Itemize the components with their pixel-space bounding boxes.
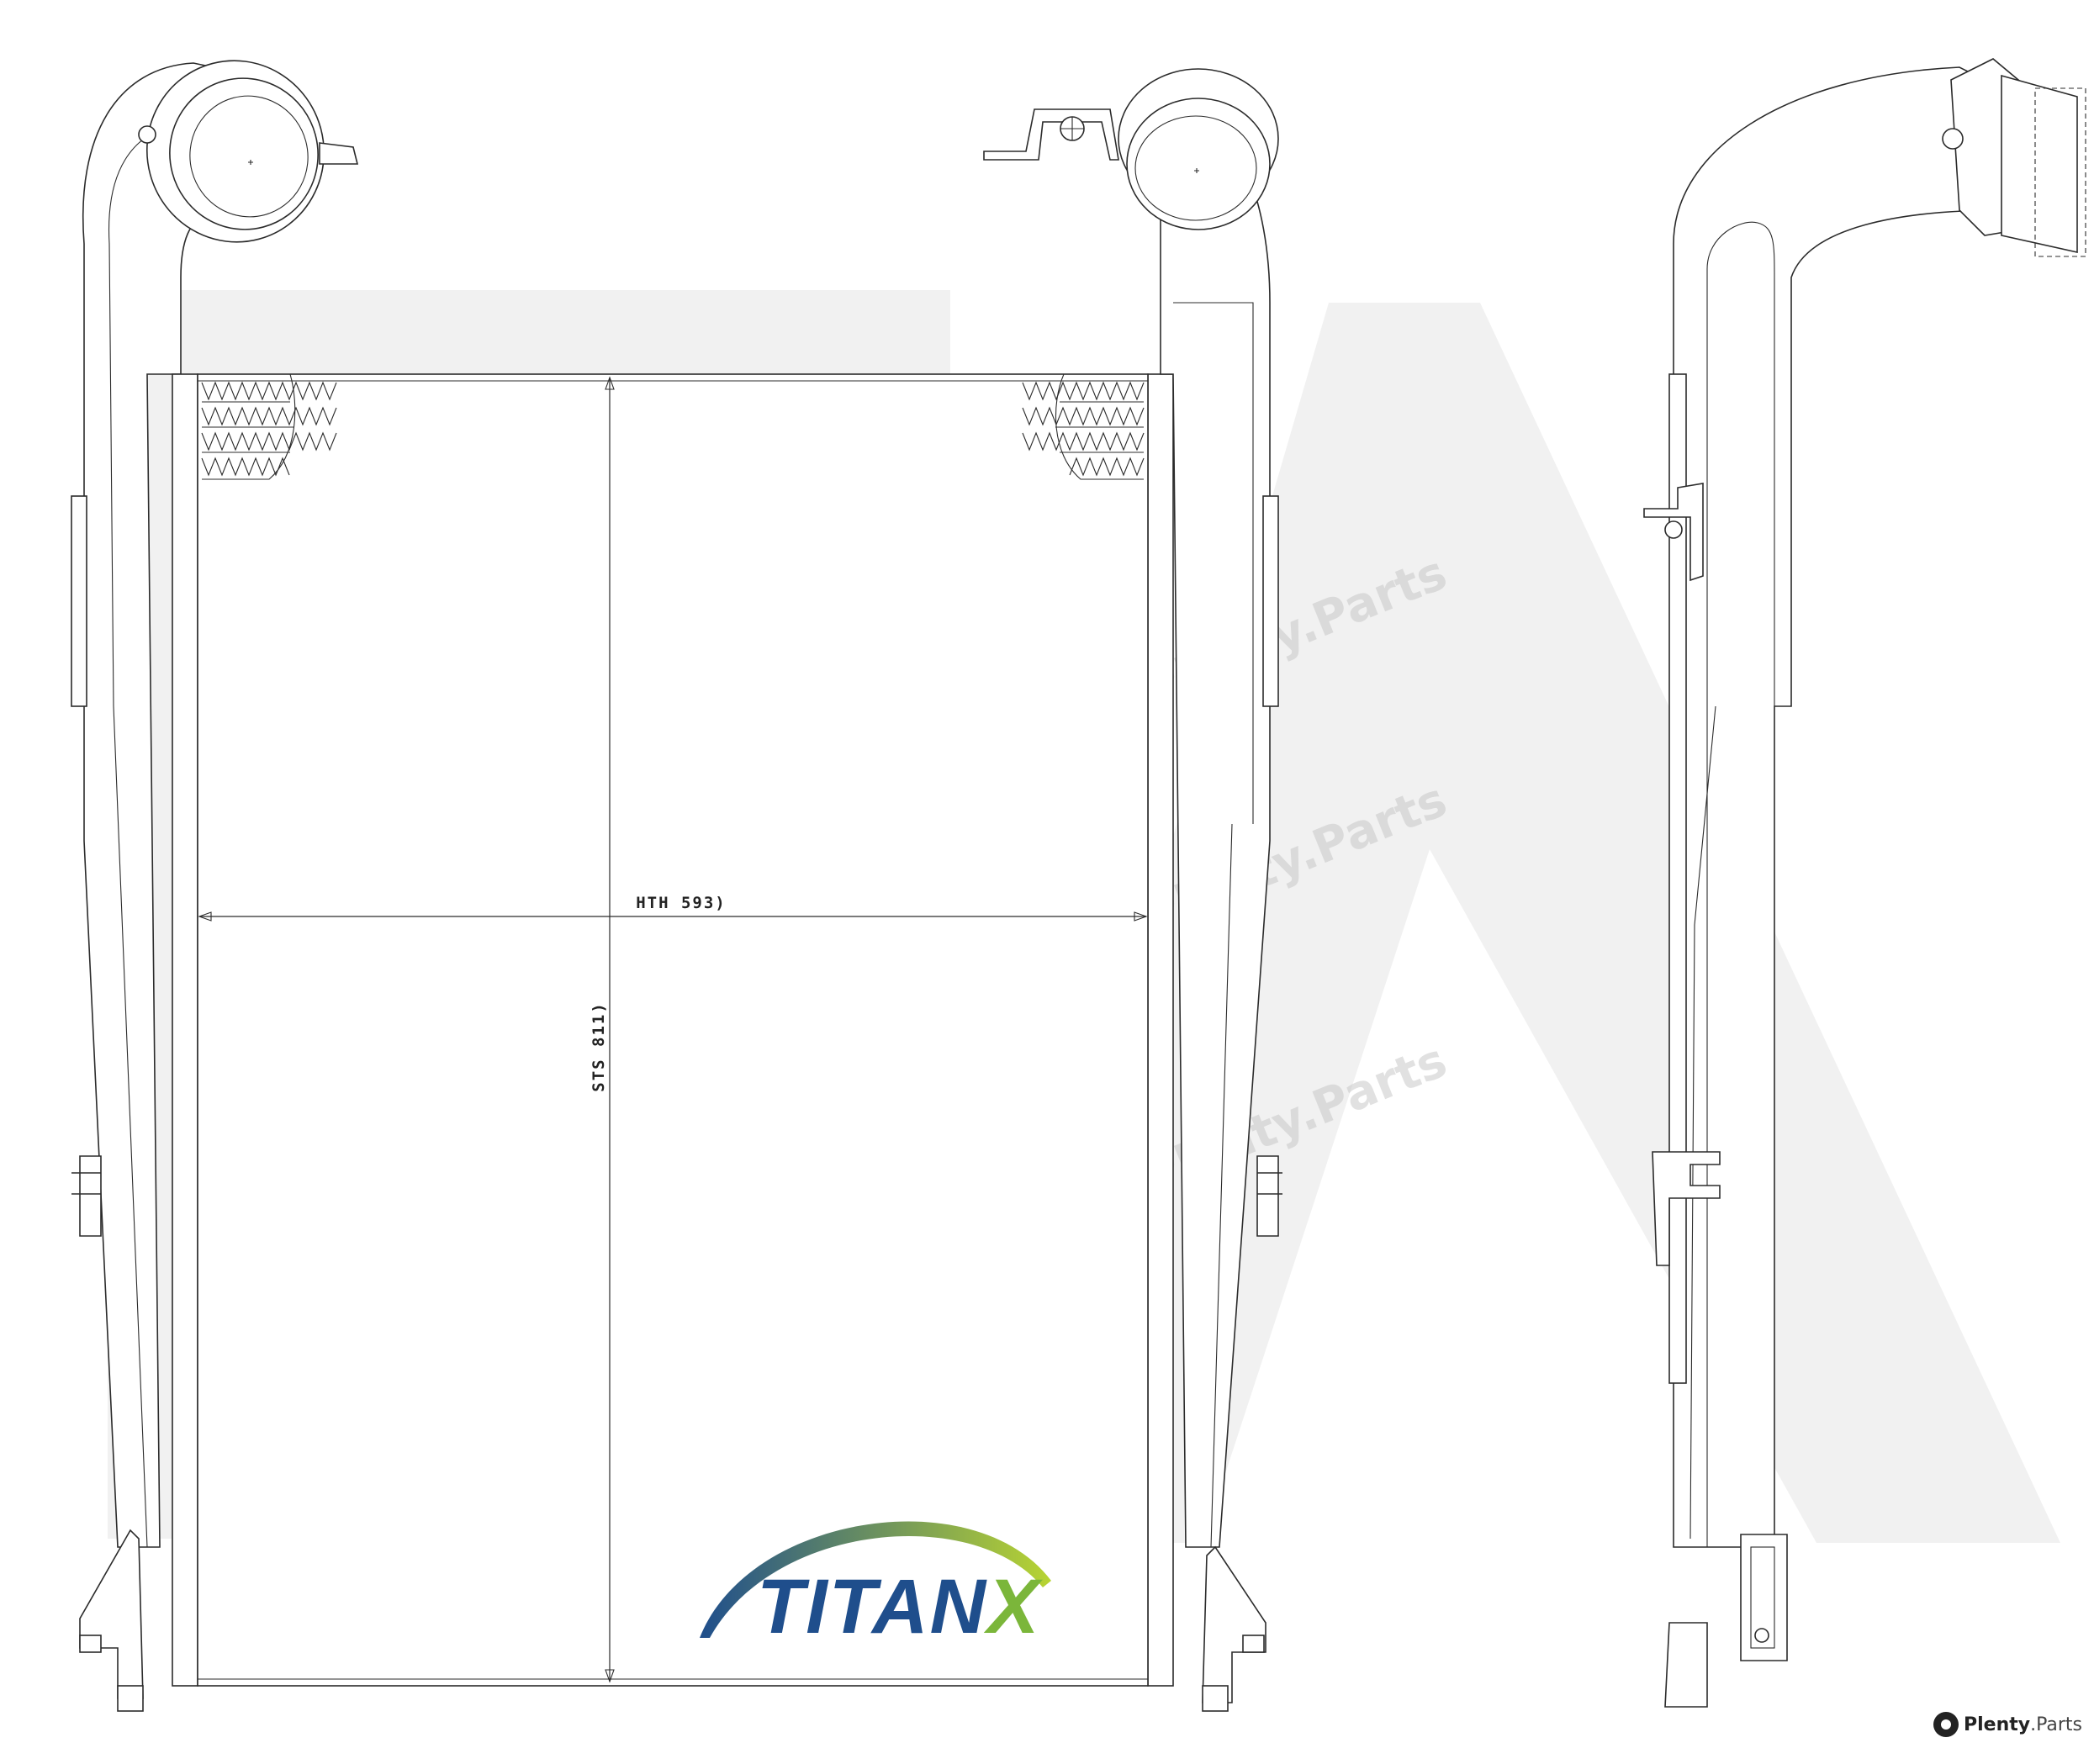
height-dimension-label: STS 811) [590,1001,608,1092]
height-dimension: STS 811) [584,373,635,1683]
left-foot [117,1685,144,1712]
width-dimension-label: HTH 593) [636,894,727,912]
right-tank-side-flange [1262,495,1279,707]
side-core-edge [1668,373,1687,1384]
left-inlet-pipe [138,60,359,243]
fin-detail-left [201,373,337,480]
brand-rest-text: .Parts [2030,1714,2082,1735]
plenty-parts-brand[interactable]: Plenty.Parts [1933,1712,2082,1737]
side-pipe-coupling [1942,58,2086,257]
right-side-plate [1147,373,1174,1687]
right-bottom-bracket [1202,1545,1266,1703]
side-foot [1664,1622,1708,1708]
right-side-clip [1256,1155,1282,1237]
mounting-bracket [983,108,1119,161]
logo-arc [700,1521,1051,1638]
width-dimension: HTH 593) [198,894,1148,922]
side-bottom-bracket [1740,1534,1788,1661]
titanx-logo: TITANX [700,1521,1051,1644]
brand-bold-text: Plenty [1964,1714,2031,1735]
right-foot [1202,1685,1229,1712]
left-side-plate [172,373,198,1687]
right-tank-inner-line [1173,302,1254,1548]
front-view: HTH 593) STS 811) [71,60,1282,1712]
left-bottom-bracket [79,1529,144,1699]
logo-text: TITANX [757,1564,1043,1644]
side-view [1643,58,2086,1708]
right-outlet-pipe [983,68,1279,230]
side-clip-lower [1652,1151,1721,1266]
side-clip-upper [1643,483,1704,582]
plenty-parts-logo-icon [1933,1712,1959,1737]
left-tank-side-flange [71,495,87,707]
fin-detail-right [1022,373,1145,480]
left-side-clip [71,1155,102,1237]
core-fin-area [197,373,1149,1687]
